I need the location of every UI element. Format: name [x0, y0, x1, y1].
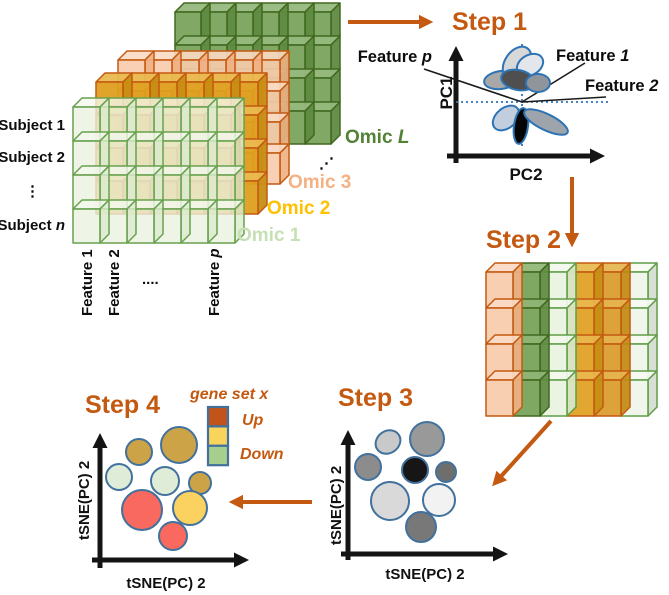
pca-cluster-ellipses	[483, 45, 569, 145]
legend-cell-up	[206, 405, 230, 428]
cube-face	[647, 370, 658, 417]
omic-data-stack	[72, 2, 341, 244]
step2-title: Step 2	[486, 226, 561, 254]
pca-feature-label: Feature 2	[585, 77, 658, 95]
subject-row-label: Subject n	[0, 217, 65, 234]
step3-y-axis-label: tSNE(PC) 2	[328, 466, 345, 545]
cluster-circle	[354, 453, 382, 481]
pca-feature-label: Feature p	[358, 48, 432, 66]
subject-row-label: ⋮	[25, 183, 40, 200]
flow-arrows	[228, 14, 580, 510]
cluster-circle	[435, 461, 457, 483]
legend-down-label: Down	[240, 446, 284, 463]
cube-face	[593, 370, 604, 417]
cluster-circle	[125, 438, 153, 466]
legend-cell-mid	[206, 425, 230, 447]
cluster-circle	[121, 489, 163, 531]
step3-panel: Step 3 tSNE(PC) 2 tSNE(PC) 2	[328, 384, 508, 583]
cluster-circle	[422, 483, 456, 517]
cube-face	[620, 370, 631, 417]
legend-colorbar	[206, 405, 230, 467]
cluster-circle	[409, 421, 445, 457]
tsne-clusters-gray	[354, 421, 457, 543]
legend-cell-down	[206, 444, 230, 467]
cluster-circle	[105, 463, 133, 491]
omic-stack-labels: Subject 1 Subject 2 ⋮ Subject n Feature 1 Fea…	[0, 117, 409, 316]
cluster-circle	[405, 511, 437, 543]
tsne-clusters-colored	[105, 426, 212, 551]
step4-panel: Step 4 tSNE(PC) 2 tSNE(PC) 2 gene set x …	[76, 386, 284, 592]
cluster-circle	[160, 426, 198, 464]
subject-row-label: Subject 2	[0, 149, 65, 166]
feature-col-label: Feature 1	[79, 249, 96, 316]
step1-panel: Step 1 Feature p Feature 1 Feature 2 PC1 P…	[358, 8, 659, 184]
cluster-circle	[370, 481, 410, 521]
legend-title: gene set x	[189, 386, 269, 403]
cube-face	[566, 370, 577, 417]
cluster-circle	[172, 490, 208, 526]
step4-x-axis-label: tSNE(PC) 2	[126, 575, 205, 592]
step3-title: Step 3	[338, 384, 413, 412]
arrow-to-step3	[492, 419, 553, 487]
step3-x-axis-label: tSNE(PC) 2	[385, 566, 464, 583]
legend-up-label: Up	[242, 412, 264, 429]
cluster-circle	[150, 466, 180, 496]
cluster-circle	[374, 429, 402, 455]
feature-p-vector	[423, 68, 523, 103]
feature-col-label: Feature 2	[106, 249, 123, 316]
feature-2-vector	[521, 96, 607, 103]
feature-1-vector	[521, 62, 586, 103]
omic-layer-dots: ⋰	[319, 155, 334, 172]
merged-matrix-grid	[485, 262, 658, 417]
pca-feature-label: Feature 1	[556, 47, 629, 65]
merged-matrix	[485, 262, 658, 417]
feature-col-label: Feature p	[206, 248, 223, 316]
step1-title: Step 1	[452, 8, 527, 36]
cube-face	[485, 379, 514, 417]
pca-ellipse	[523, 108, 569, 136]
cube-face	[539, 370, 550, 417]
step4-y-axis-label: tSNE(PC) 2	[76, 461, 93, 540]
step4-title: Step 4	[85, 391, 160, 419]
pca-ellipse	[491, 104, 521, 132]
step2-panel: Step 2	[485, 226, 658, 417]
cube-face	[72, 208, 101, 244]
omic-layer-label: Omic L	[345, 127, 409, 148]
pca-feature-labels: Feature p Feature 1 Feature 2	[358, 47, 659, 95]
feature-col-dots: ....	[142, 271, 159, 288]
pc2-axis-label: PC2	[509, 165, 542, 184]
omic-layer-label: Omic 2	[267, 198, 330, 219]
pca-ellipse	[525, 73, 551, 93]
cluster-circle	[401, 456, 429, 484]
omic-layer-label: Omic 3	[288, 172, 351, 193]
omic-layer-3	[72, 97, 245, 244]
omic-layer-label: Omic 1	[237, 225, 301, 246]
cube-face	[512, 370, 523, 417]
pc1-axis-label: PC1	[437, 76, 456, 109]
gene-set-legend: gene set x Up Down	[189, 386, 284, 467]
subject-row-label: Subject 1	[0, 117, 65, 134]
cluster-circle	[158, 521, 188, 551]
